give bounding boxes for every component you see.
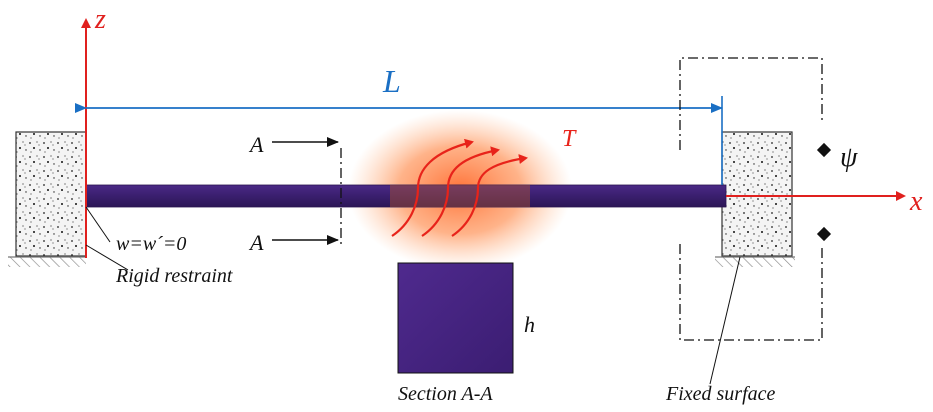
- boundary-condition-label: w=w´=0: [116, 233, 186, 255]
- fixed-surface-outline-lower: [679, 242, 823, 341]
- heat-arrow-1: [391, 138, 474, 237]
- z-axis-label: z: [94, 4, 106, 35]
- height-label: h: [524, 312, 535, 337]
- fixed-surface-box: [679, 57, 823, 341]
- spring-marker-top: [816, 142, 832, 158]
- length-label: L: [382, 63, 401, 99]
- fixed-surface-label: Fixed surface: [665, 383, 776, 405]
- fixed-surface-outline: [679, 57, 823, 150]
- heat-arrow-2: [421, 146, 500, 237]
- right-concrete-block: [721, 131, 793, 257]
- rigid-restraint-label: Rigid restraint: [115, 265, 233, 287]
- cross-section-square: [397, 262, 514, 374]
- left-support: [8, 131, 87, 267]
- heat-arrow-3: [451, 154, 528, 237]
- spring-label: ψ: [840, 142, 858, 173]
- left-concrete-block: [15, 131, 87, 257]
- section-cut: [272, 137, 342, 245]
- beam-heated-zone: [390, 185, 530, 207]
- left-ground-hatch: [8, 257, 86, 267]
- leader-condition: [85, 206, 111, 243]
- temperature-label: T: [562, 126, 577, 152]
- leader-restraint: [85, 244, 129, 271]
- right-ground-hatch: [715, 257, 795, 267]
- heat-arrows: [391, 138, 528, 237]
- section-label-top: A: [248, 132, 264, 157]
- section-label-bottom: A: [248, 230, 264, 255]
- right-support: [715, 131, 795, 267]
- x-axis-label: x: [909, 186, 923, 217]
- spring-marker-bottom: [816, 226, 832, 242]
- leader-fixed-surface: [709, 256, 741, 385]
- section-caption: Section A-A: [398, 383, 493, 405]
